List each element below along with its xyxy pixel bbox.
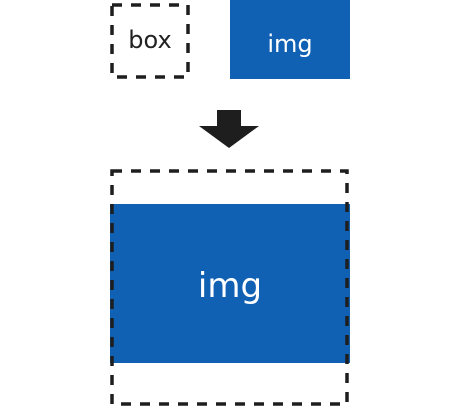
down-arrow-icon [199, 110, 259, 148]
box-before-label: box [128, 26, 171, 54]
box-before: box [110, 3, 190, 79]
img-before: img [230, 0, 350, 79]
img-after-rect [110, 204, 350, 363]
img-before-label: img [267, 30, 312, 58]
box-before-dashed-border [110, 3, 190, 79]
down-arrow-shape [199, 110, 259, 148]
img-after-label: img [198, 266, 262, 306]
img-before-rect [230, 0, 350, 79]
box-after-dashed-border [110, 169, 349, 406]
result: img [110, 169, 350, 406]
